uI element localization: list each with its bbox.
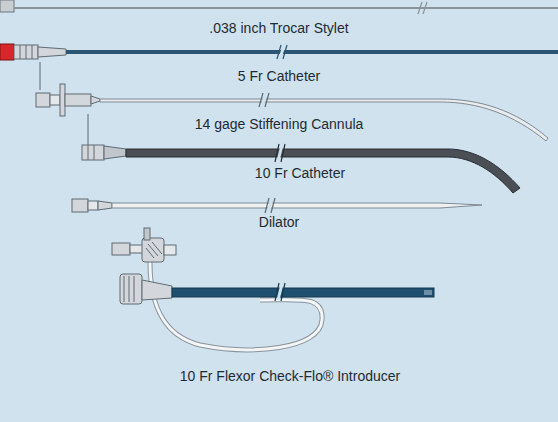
part-label: 5 Fr Catheter	[238, 68, 320, 84]
part-label: Dilator	[259, 214, 299, 230]
part-label: 10 Fr Catheter	[255, 165, 345, 181]
part-label: 14 gage Stiffening Cannula	[195, 116, 364, 132]
part-label: .038 inch Trocar Stylet	[209, 20, 348, 36]
part-label: 10 Fr Flexor Check-Flo® Introducer	[180, 368, 400, 384]
